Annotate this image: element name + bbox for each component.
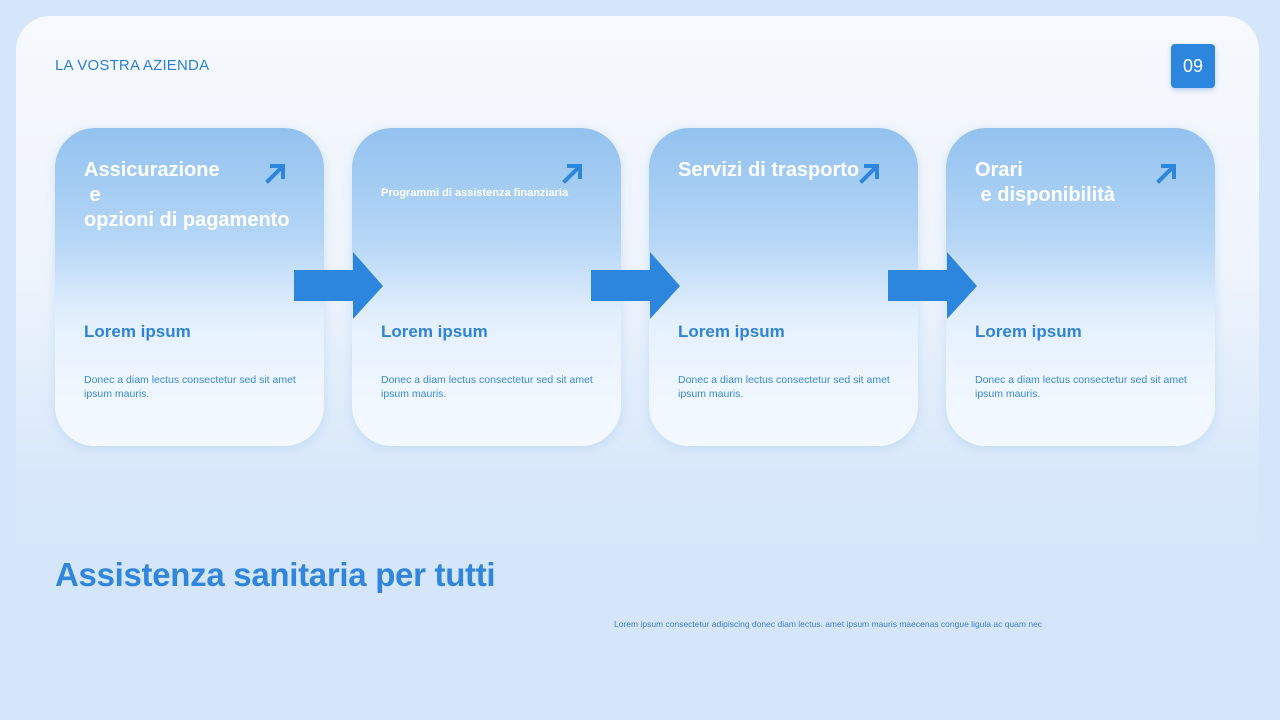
card-body: Donec a diam lectus consectetur sed sit … bbox=[678, 374, 890, 400]
card-heading: Lorem ipsum bbox=[678, 322, 785, 341]
card-title: Servizi di trasporto bbox=[678, 159, 860, 181]
card-heading: Lorem ipsum bbox=[381, 322, 488, 341]
arrow-right-icon bbox=[591, 252, 680, 319]
arrow-up-right-icon[interactable] bbox=[1154, 160, 1180, 186]
arrow-up-right-icon[interactable] bbox=[263, 160, 289, 186]
card-transport[interactable]: Servizi di trasporto Lorem ipsum Donec a… bbox=[649, 128, 918, 446]
arrow-up-right-icon[interactable] bbox=[560, 160, 586, 186]
page-number-badge: 09 bbox=[1171, 44, 1215, 88]
card-title: Programmi di assistenza finanziaria bbox=[381, 187, 569, 199]
brand-label: LA VOSTRA AZIENDA bbox=[55, 57, 210, 74]
card-schedule[interactable]: Orari e disponibilità Lorem ipsum Donec … bbox=[946, 128, 1215, 446]
card-financial-assistance[interactable]: Programmi di assistenza finanziaria Lore… bbox=[352, 128, 621, 446]
arrow-right-icon bbox=[294, 252, 383, 319]
page-title: Assistenza sanitaria per tutti bbox=[55, 556, 496, 593]
card-insurance[interactable]: Assicurazione e opzioni di pagamento Lor… bbox=[55, 128, 324, 446]
card-title: Orari e disponibilità bbox=[975, 159, 1116, 206]
card-title: Assicurazione e opzioni di pagamento bbox=[84, 159, 290, 231]
subtitle-text: Lorem ipsum consectetur adipiscing donec… bbox=[614, 619, 1043, 629]
arrow-right-icon bbox=[888, 252, 977, 319]
card-body: Donec a diam lectus consectetur sed sit … bbox=[975, 374, 1187, 400]
card-body: Donec a diam lectus consectetur sed sit … bbox=[381, 374, 593, 400]
card-body: Donec a diam lectus consectetur sed sit … bbox=[84, 374, 296, 400]
arrow-up-right-icon[interactable] bbox=[857, 160, 883, 186]
card-heading: Lorem ipsum bbox=[975, 322, 1082, 341]
card-heading: Lorem ipsum bbox=[84, 322, 191, 341]
